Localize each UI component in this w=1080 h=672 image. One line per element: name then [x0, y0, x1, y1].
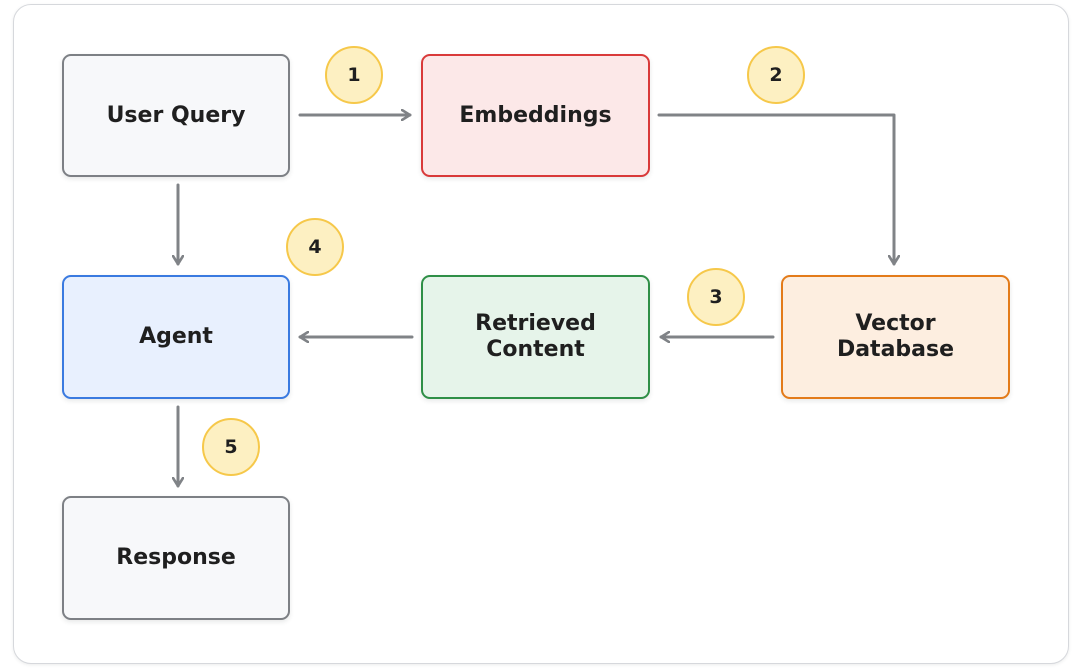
step-badge-5: 5 — [202, 418, 260, 476]
step-badge-4: 4 — [286, 218, 344, 276]
step-badge-2: 2 — [747, 46, 805, 104]
step-badge-3: 3 — [687, 268, 745, 326]
user-query-node: User Query — [62, 54, 290, 177]
agent-node: Agent — [62, 275, 290, 399]
retrieved-content-node: Retrieved Content — [421, 275, 650, 399]
response-node: Response — [62, 496, 290, 620]
embeddings-node: Embeddings — [421, 54, 650, 177]
step-badge-1: 1 — [325, 46, 383, 104]
vector-database-node: Vector Database — [781, 275, 1010, 399]
